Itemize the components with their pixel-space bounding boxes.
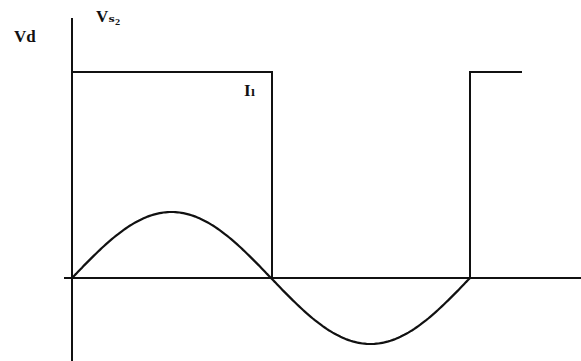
- sine-wave: [72, 212, 470, 344]
- signal-label: Vₛ₂: [96, 8, 120, 25]
- horizontal-axis: [64, 277, 581, 279]
- square-wave: [470, 72, 522, 278]
- signal-label: Iₗ: [244, 82, 256, 99]
- axis-label: Vd: [14, 28, 36, 45]
